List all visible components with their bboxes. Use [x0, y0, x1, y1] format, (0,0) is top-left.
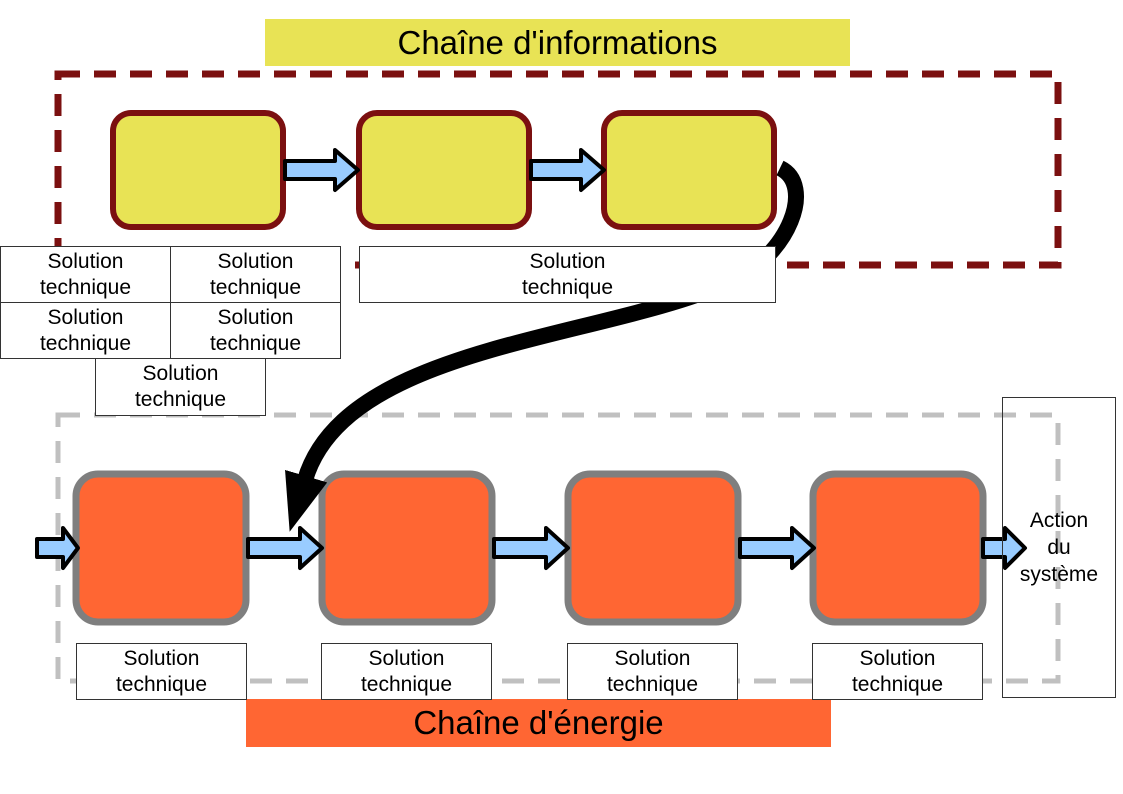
energy-arrow-out — [981, 526, 1027, 570]
energy-block-1 — [72, 470, 250, 626]
energy-arrow-in — [35, 526, 80, 570]
energy-block-3 — [564, 470, 742, 626]
action-line-1: Action — [1029, 509, 1089, 532]
info-block-3 — [601, 110, 777, 230]
energy-arrow-3 — [738, 526, 816, 570]
action-line-3: système — [1019, 563, 1099, 586]
system-action-box: Action du système — [1002, 397, 1116, 698]
action-line-2: du — [1047, 536, 1071, 559]
energy-block-2 — [318, 470, 496, 626]
energy-block-4 — [809, 470, 987, 626]
info-chain-frame — [54, 70, 1062, 269]
info-chain-title: Chaîne d'informations — [265, 19, 850, 66]
info-block-2 — [356, 110, 532, 230]
energy-arrow-1 — [246, 526, 324, 570]
order-arrow — [285, 160, 804, 532]
energy-arrow-2 — [492, 526, 570, 570]
info-arrow-2 — [529, 148, 606, 192]
info-arrow-1 — [283, 148, 360, 192]
info-block-1 — [110, 110, 286, 230]
energy-chain-frame — [55, 412, 1061, 684]
energy-chain-title: Chaîne d'énergie — [246, 699, 831, 747]
